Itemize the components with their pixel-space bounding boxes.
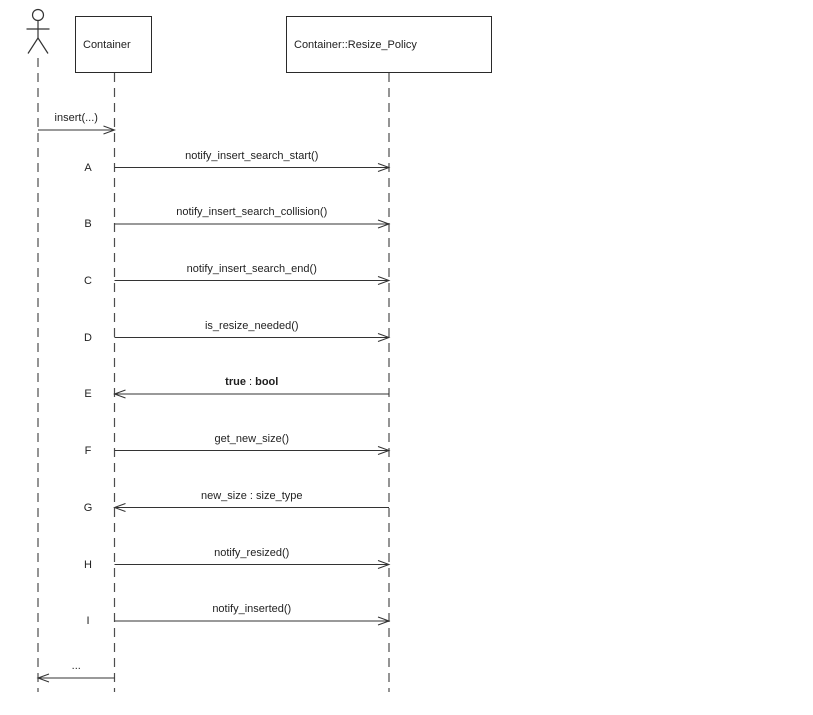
message-label-part-bold: true [225, 376, 246, 388]
message-arrow-return [36, 673, 115, 683]
message-arrow-H [114, 560, 391, 569]
message-label: notify_inserted() [212, 603, 292, 615]
message-arrow-C [114, 276, 391, 285]
message-arrow-E [113, 389, 389, 399]
message-id-label: A [84, 161, 92, 174]
message-label: new_size : size_type [201, 489, 303, 502]
message-label-part-bold: bool [255, 376, 279, 388]
participant-box-resize-policy: Container::Resize_Policy [286, 16, 492, 73]
message-id-label: I [86, 615, 90, 627]
participant-label-container: Container [83, 38, 131, 51]
message-id-label: D [84, 331, 92, 344]
message-arrow-A [114, 163, 391, 172]
message-label: true : bool [115, 376, 390, 389]
message-arrow-D [114, 333, 391, 342]
participant-label-resize-policy: Container::Resize_Policy [294, 38, 417, 51]
message-label: notify_insert_search_start() [185, 149, 319, 162]
message-arrow-insert [38, 125, 116, 135]
message-id-label: G [83, 501, 93, 514]
message-id-label: B [84, 218, 92, 230]
message-arrows [36, 125, 391, 683]
message-label: notify_resized() [214, 546, 290, 559]
participant-box-container: Container [75, 16, 152, 73]
message-arrow-I [114, 616, 391, 626]
message-label: ... [71, 660, 81, 672]
message-id-label: H [84, 558, 92, 571]
message-label: notify_insert_search_collision() [176, 206, 328, 218]
message-label-part: : [245, 376, 256, 388]
message-arrow-B [114, 219, 391, 229]
message-label: is_resize_needed() [204, 319, 299, 332]
message-label: get_new_size() [214, 432, 290, 445]
message-id-label: F [84, 444, 92, 457]
message-arrow-G [113, 503, 389, 512]
message-arrow-F [114, 446, 391, 455]
actor-icon [26, 8, 50, 54]
message-id-label: C [84, 274, 92, 287]
message-label: notify_insert_search_end() [186, 262, 317, 275]
message-label: insert(...) [54, 112, 98, 124]
message-id-label: E [84, 388, 92, 400]
